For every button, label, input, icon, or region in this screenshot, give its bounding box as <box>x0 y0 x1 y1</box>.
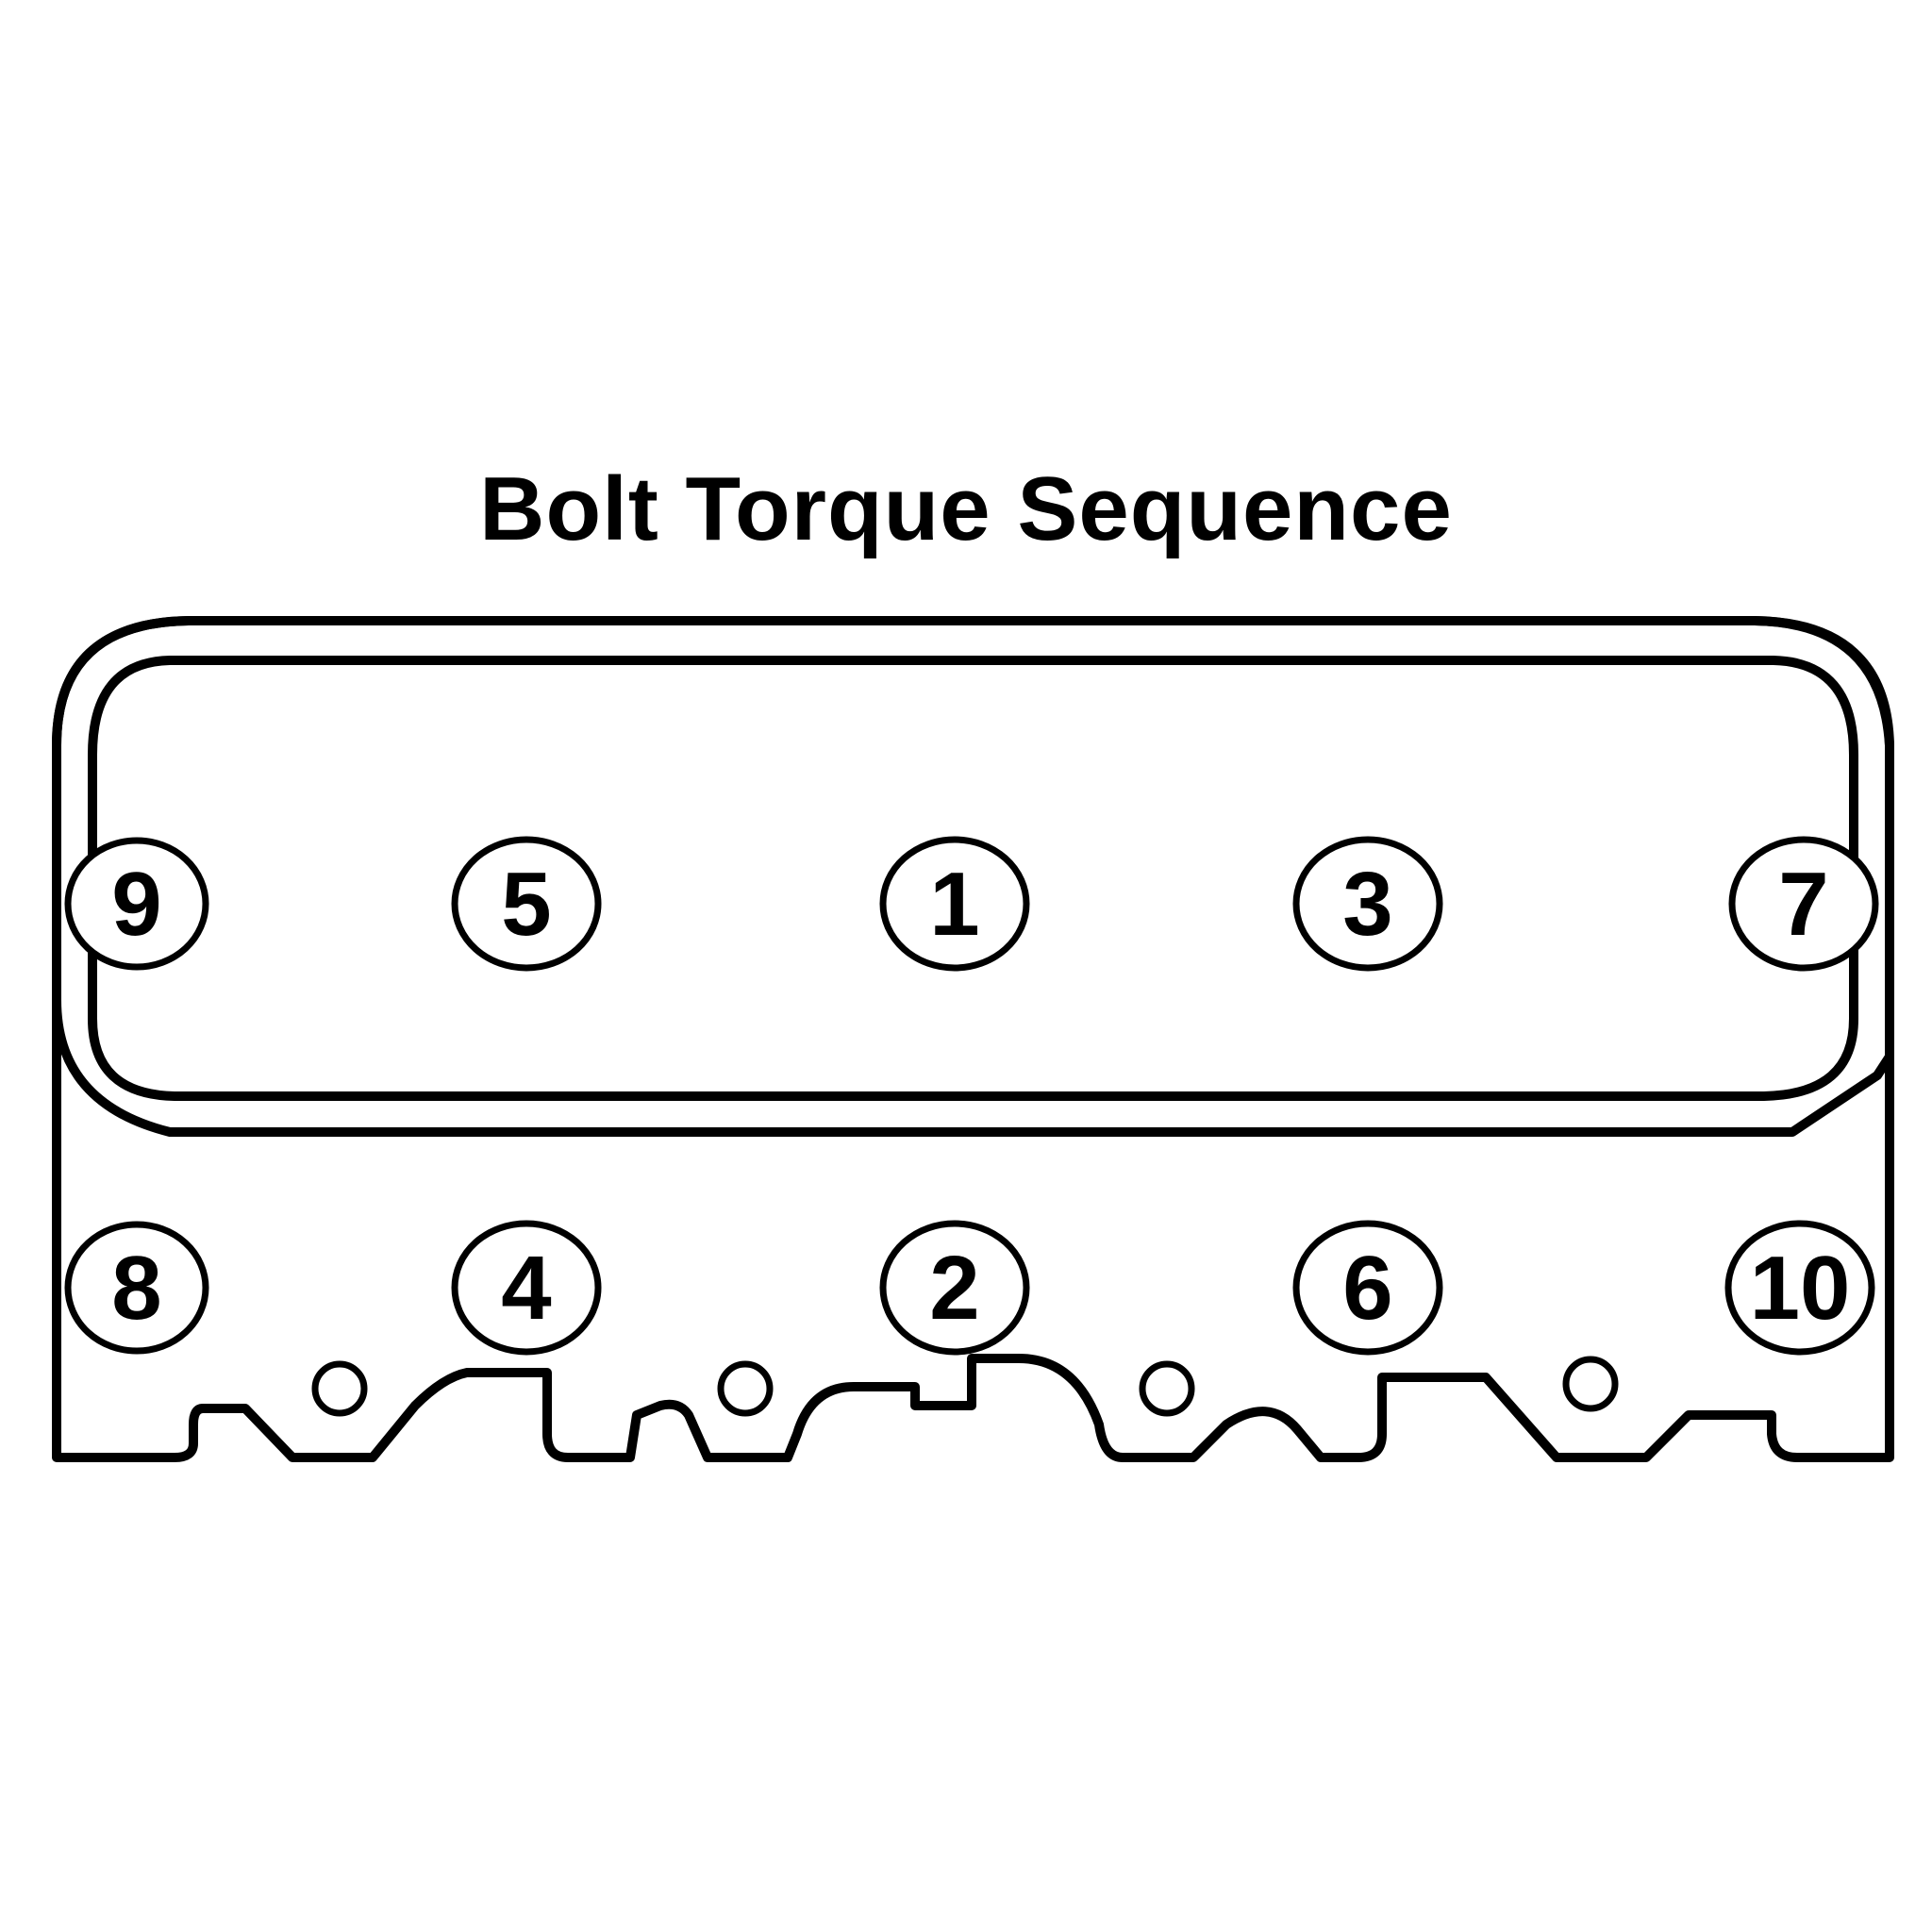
bolt-1-label: 1 <box>929 854 979 955</box>
bolt-5: 5 <box>451 836 602 972</box>
bolt-6: 6 <box>1292 1220 1443 1356</box>
bolt-7-label: 7 <box>1778 854 1828 955</box>
valve-cover-rail <box>88 656 1858 1101</box>
bolt-1: 1 <box>879 836 1030 972</box>
dowel-hole <box>717 1360 774 1417</box>
bolt-7: 7 <box>1728 836 1879 972</box>
bolt-3-label: 3 <box>1342 854 1392 955</box>
bolt-10: 10 <box>1724 1220 1875 1356</box>
bolt-8: 8 <box>64 1221 209 1355</box>
bolt-3: 3 <box>1292 836 1443 972</box>
dowel-hole <box>1562 1356 1619 1412</box>
gasket-outer-outline <box>52 616 1894 1137</box>
bolt-6-label: 6 <box>1342 1238 1392 1339</box>
bolt-9: 9 <box>64 837 209 971</box>
dowel-hole <box>311 1360 368 1417</box>
dowel-hole <box>1139 1360 1195 1417</box>
bolt-9-label: 9 <box>111 854 161 955</box>
bolt-5-label: 5 <box>501 854 551 955</box>
bolt-2: 2 <box>879 1220 1030 1356</box>
bolt-2-label: 2 <box>929 1238 979 1339</box>
bolt-8-label: 8 <box>111 1238 161 1339</box>
diagram-title: Bolt Torque Sequence <box>479 458 1453 559</box>
bolt-4-label: 4 <box>501 1238 551 1339</box>
bolt-10-label: 10 <box>1750 1238 1851 1339</box>
bolt-4: 4 <box>451 1220 602 1356</box>
